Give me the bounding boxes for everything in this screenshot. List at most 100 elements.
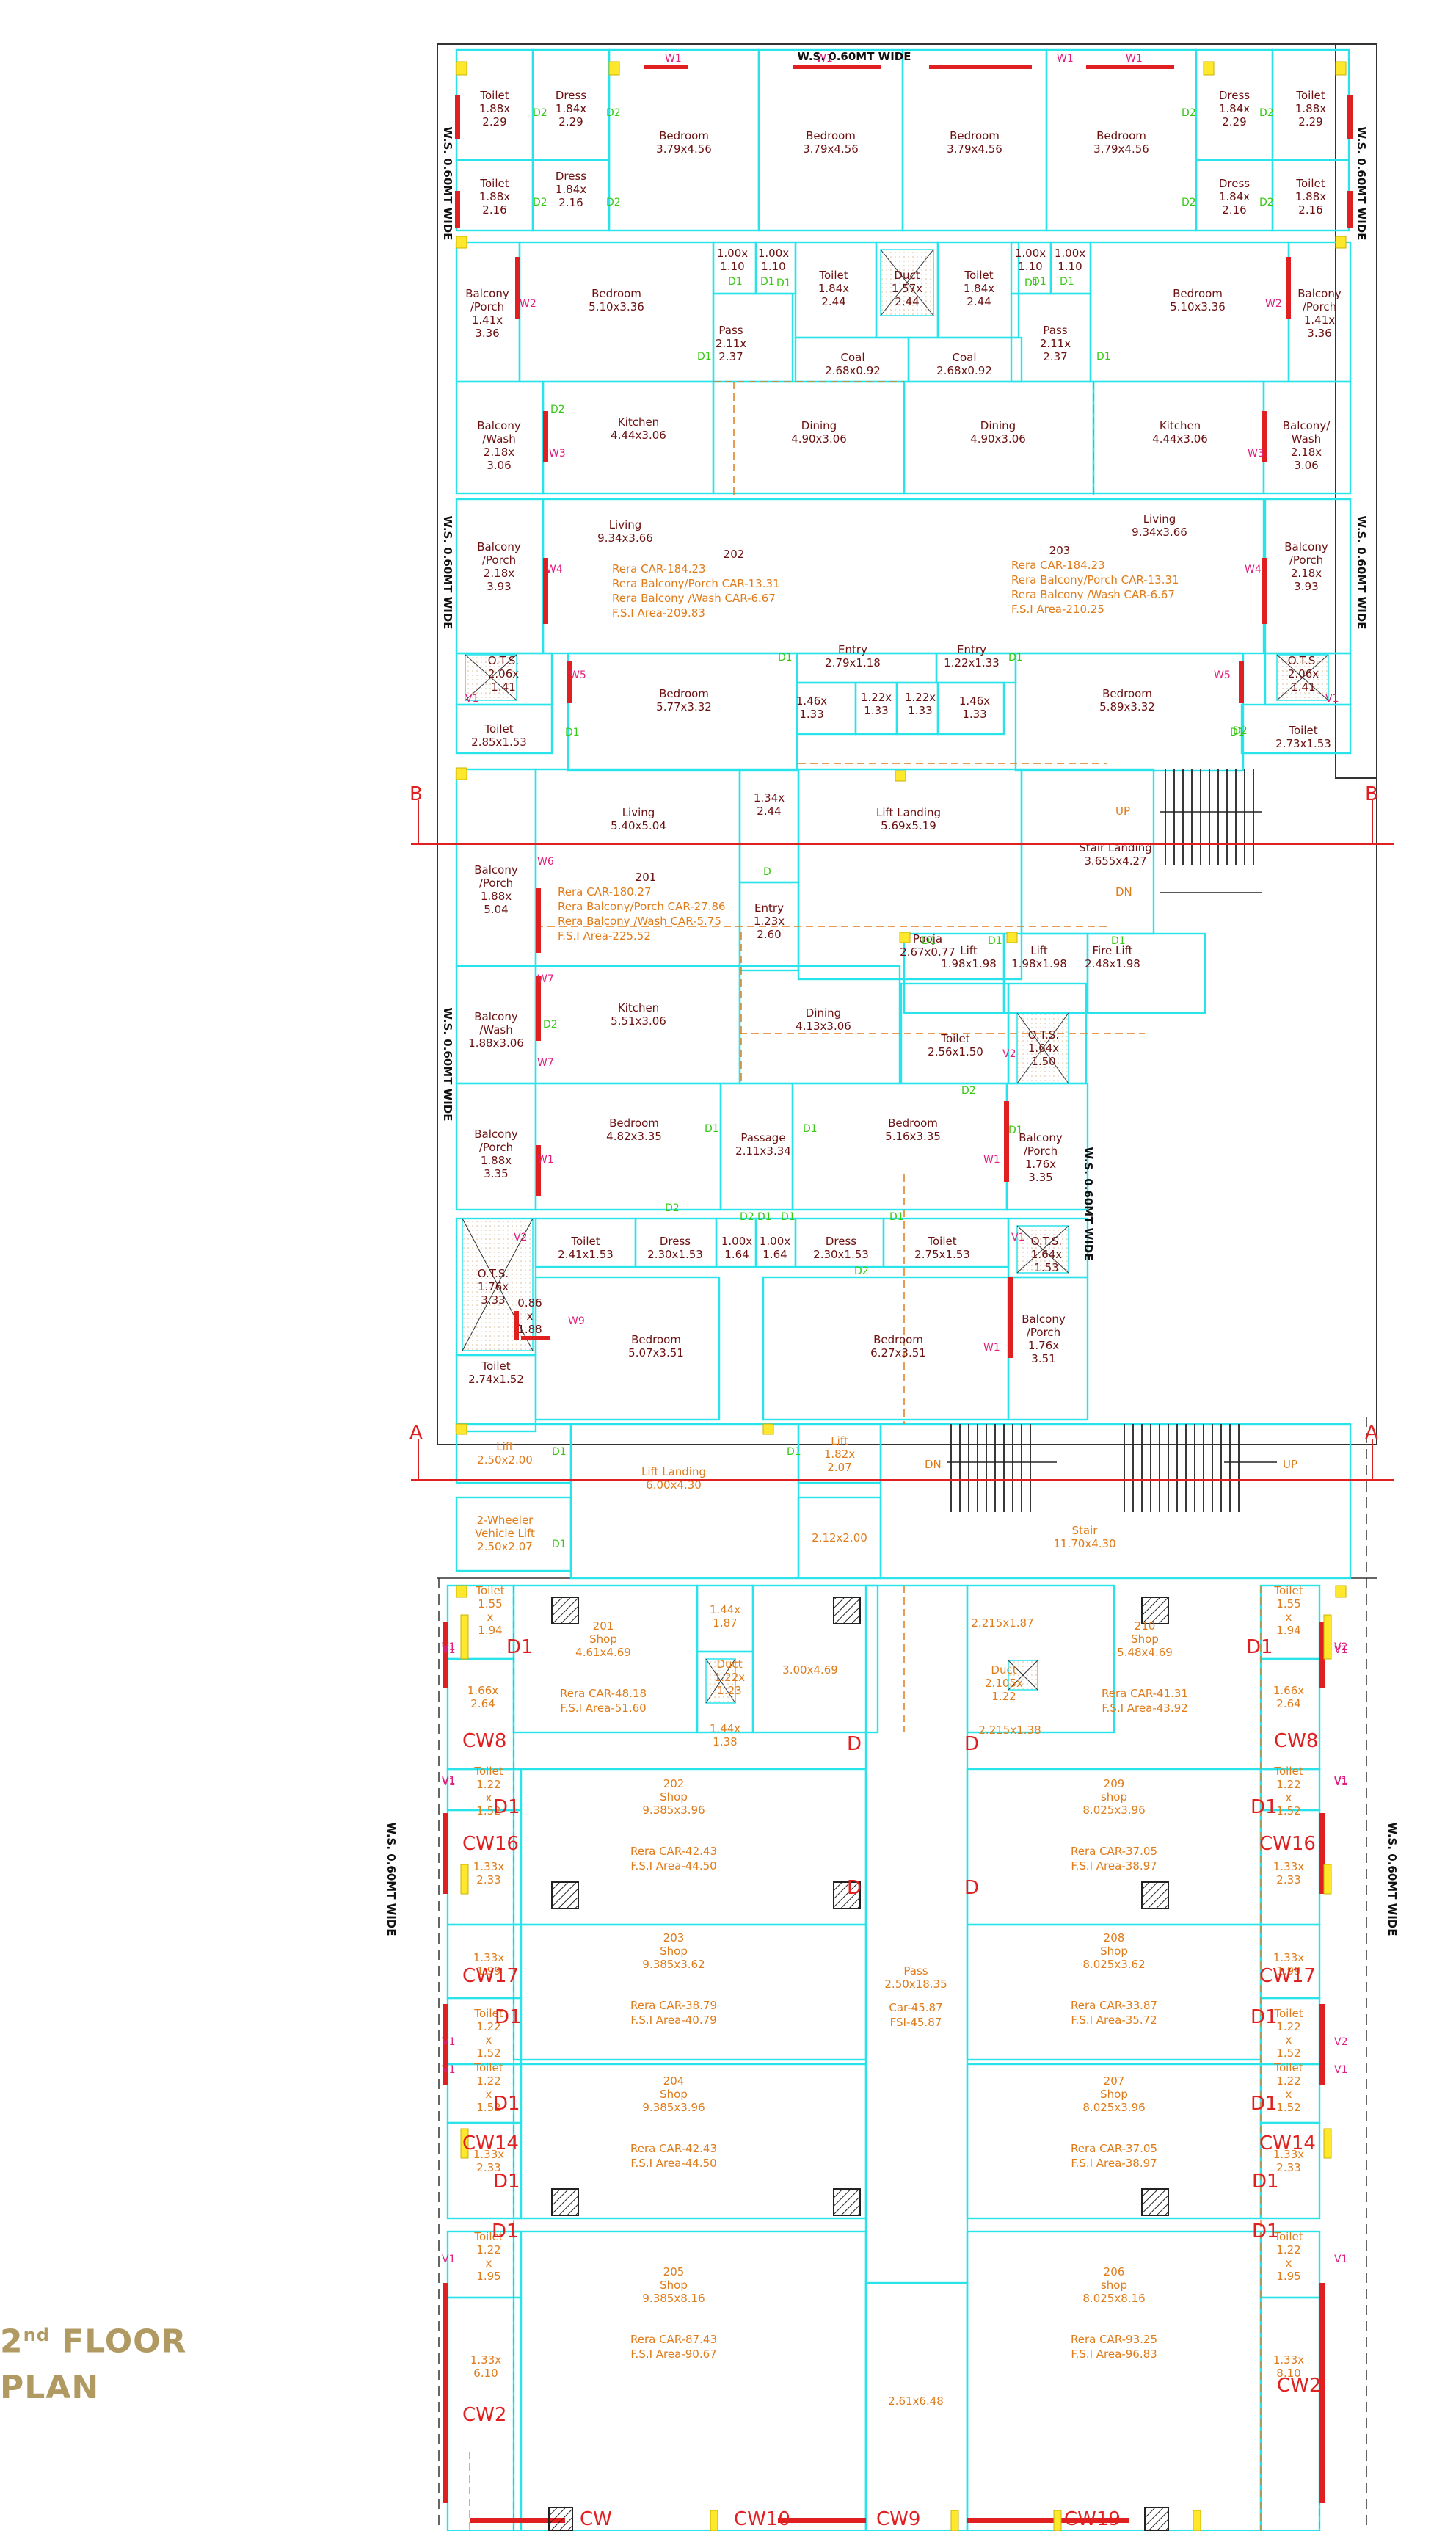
window-mark [1239, 661, 1244, 703]
door-label: D1 [760, 276, 775, 288]
window-label: V2 [514, 1232, 527, 1243]
door-label: D1 [1111, 935, 1126, 947]
column-mark [1323, 1614, 1332, 1660]
room-dimension-label: 2.73x1.53 [1275, 737, 1331, 750]
window-mark [1320, 1813, 1325, 1894]
fixtures [443, 61, 1353, 2531]
door-large-label: D1 [1252, 2171, 1279, 2193]
room-dimension-label: 3.79x4.56 [803, 142, 859, 156]
lift-area-wall [879, 1423, 1352, 1580]
column-mark [460, 2128, 469, 2159]
window-mark [536, 888, 541, 953]
window-label: W5 [1214, 669, 1231, 681]
room-name-label: O.T.S. [478, 1267, 509, 1280]
room-name-label: Balcony/Porch [1022, 1312, 1066, 1339]
road-label-left-2: W.S. 0.60MT WIDE [441, 516, 454, 630]
door-label: D1 [705, 1123, 719, 1135]
door-large-label: D1 [506, 1636, 534, 1658]
road-label-left-3: W.S. 0.60MT WIDE [441, 1008, 454, 1122]
door-label: D1 [1096, 351, 1111, 363]
shop-wall [864, 2281, 969, 2531]
window-label: W3 [549, 448, 566, 460]
room-name-label: O.T.S. [1288, 654, 1319, 667]
ground-name-label: Duct [991, 1663, 1016, 1677]
room-name-label: Toilet [1295, 89, 1325, 102]
flat-number-label: 203 [1049, 544, 1071, 557]
shop-wall [864, 1584, 969, 2531]
ground-name-label: Toilet [473, 1765, 503, 1778]
room-name-label: Bedroom [1102, 687, 1152, 700]
door-label: D1 [757, 1211, 772, 1223]
door-large-label: D1 [1252, 2220, 1279, 2243]
window-mark [443, 1622, 448, 1688]
door-label: D2 [606, 107, 621, 119]
road-label-left-1: W.S. 0.60MT WIDE [441, 127, 454, 241]
upper-room-wall [1014, 652, 1245, 772]
door-large-label: D1 [495, 2006, 522, 2028]
window-mark [455, 191, 460, 228]
room-name-label: Balcony/Wash [474, 1010, 518, 1036]
ground-name-label: Toilet [1273, 1584, 1303, 1597]
ground-name-label: Duct [716, 1657, 742, 1671]
door-large-label: D1 [493, 2093, 520, 2115]
middle-room-wall [534, 1276, 721, 1421]
window-mark [1347, 95, 1353, 139]
shop-rera-car: Rera CAR-41.31 [1102, 1687, 1188, 1700]
window-label: W1 [1126, 53, 1143, 65]
ground-name-label: Toilet [1273, 1765, 1303, 1778]
window-label: V1 [1325, 693, 1339, 705]
stair-up-lower: UP [1283, 1458, 1297, 1471]
rera-line: F.S.I Area-209.83 [612, 606, 705, 620]
room-name-label: Toilet [484, 722, 513, 736]
room-dimension-label: 3.79x4.56 [947, 142, 1002, 156]
stair-direction-labels: UP DN DN UP [925, 805, 1297, 1471]
ots-cross [465, 654, 517, 701]
ground-dimension-label: 2.61x6.48 [888, 2394, 944, 2408]
shop-rera-car: Rera CAR-37.05 [1071, 1845, 1157, 1858]
shop-fsi-area: F.S.I Area-38.97 [1071, 2157, 1157, 2170]
room-name-label: Toilet [1288, 724, 1317, 737]
shop-rera-car: Rera CAR-48.18 [560, 1687, 647, 1700]
ground-name-label: Lift [496, 1440, 514, 1453]
room-name-label: Bedroom [631, 1333, 681, 1346]
stair-dn-upper: DN [1115, 885, 1132, 898]
window-label: V1 [442, 1641, 455, 1653]
shop-wall [512, 1923, 867, 2061]
door-label: D2 [854, 1266, 869, 1277]
room-name-label: Entry [957, 643, 986, 656]
room-name-label: Living [622, 806, 655, 819]
room-name-label: Bedroom [1173, 287, 1223, 300]
middle-room-wall [791, 1082, 1008, 1211]
window-mark [543, 411, 548, 462]
room-name-label: Kitchen [618, 1001, 659, 1014]
curtain-wall-label: CW2 [462, 2404, 506, 2426]
door-label: D1 [1008, 652, 1023, 664]
window-mark [443, 2004, 448, 2085]
ground-name-label: Lift [831, 1434, 848, 1448]
curtain-wall-label: CW8 [1274, 1730, 1318, 1752]
shop-fsi-area: F.S.I Area-38.97 [1071, 1859, 1157, 1873]
room-name-label: Toilet [818, 269, 848, 282]
window-mark [1262, 558, 1267, 624]
room-dimension-label: 2.30x1.53 [647, 1248, 703, 1261]
shop-wall [1259, 1657, 1321, 1771]
shop-wall [446, 2121, 523, 2220]
ground-name-label: Toilet [473, 2230, 503, 2243]
door-label: D2 [533, 197, 547, 208]
door-label: D2 [1259, 197, 1274, 208]
upper-room-wall [531, 159, 611, 232]
